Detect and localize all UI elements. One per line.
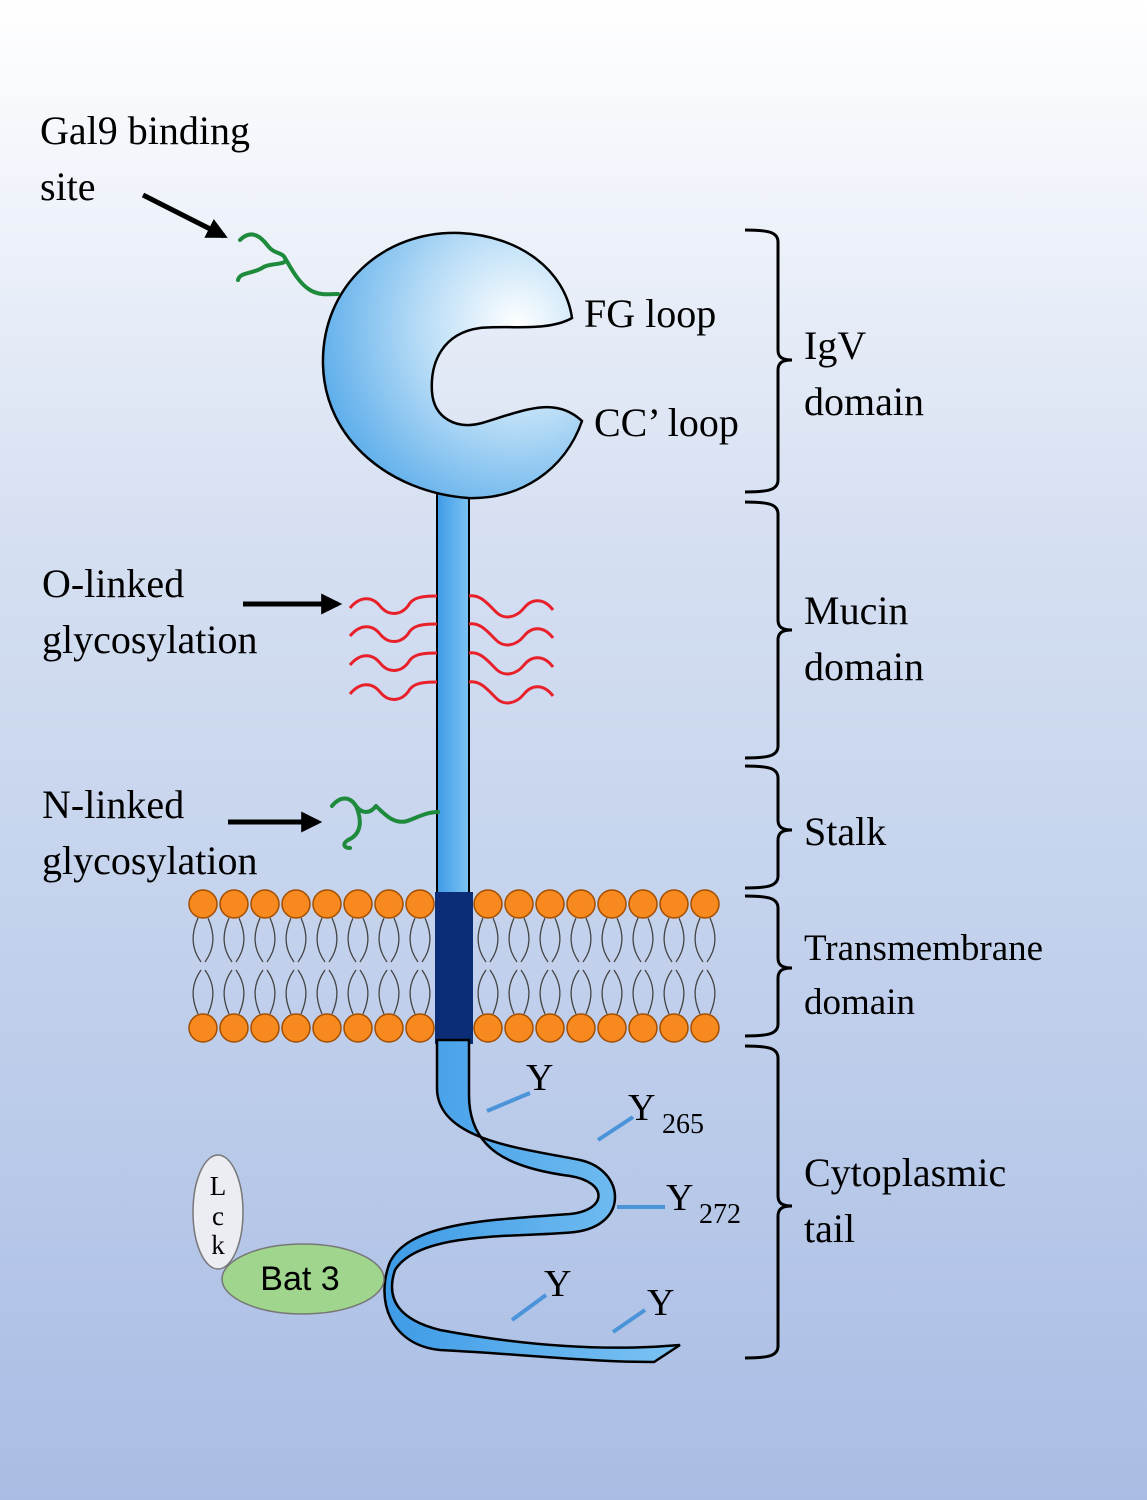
bat3-protein: [221, 1243, 385, 1315]
o-glycan-chain-left: [348, 622, 438, 643]
lipid-head: [535, 889, 565, 919]
lck-protein: [192, 1154, 244, 1270]
tyrosine-label-4: Y: [544, 1263, 571, 1305]
gal9-label-line2: site: [40, 164, 96, 209]
lipid-head: [690, 889, 720, 919]
o-glycans: [348, 594, 555, 705]
lipid-head: [188, 1013, 218, 1043]
lipid-head: [343, 1013, 373, 1043]
lipid-head: [219, 1013, 249, 1043]
igv-domain-label-line2: domain: [804, 379, 924, 424]
lipid-bilayer: [188, 889, 720, 1043]
stalk-label: Stalk: [804, 809, 886, 854]
transmembrane-segment: [435, 892, 473, 1044]
n-linked-label-line2: glycosylation: [42, 838, 258, 883]
tyrosine-stick-4: [510, 1293, 548, 1322]
gal9-arrow: [141, 192, 228, 239]
o-linked-label-line2: glycosylation: [42, 617, 258, 662]
lipid-head: [659, 889, 689, 919]
o-glycan-chain-right: [468, 622, 555, 647]
lipid-head: [312, 1013, 342, 1043]
lipid-head: [504, 889, 534, 919]
lipid-head: [504, 1013, 534, 1043]
tyrosine-stick-265: [596, 1115, 635, 1142]
cytoplasmic-tail: [383, 1038, 681, 1364]
tyrosine-stick-1: [486, 1091, 531, 1113]
o-linked-label-line1: O-linked: [42, 561, 184, 606]
cc-loop-label: CC’ loop: [594, 400, 739, 445]
igv-domain-label-line1: IgV: [804, 323, 866, 368]
lipid-head: [250, 889, 280, 919]
n-glycan: [330, 796, 440, 850]
tyrosine-label-1: Y: [526, 1057, 553, 1099]
o-glycan-chain-right: [468, 680, 555, 705]
lipid-head: [566, 889, 596, 919]
o-glycan-chain-left: [348, 594, 438, 615]
lipid-head: [628, 1013, 658, 1043]
o-glycan-chain-left: [348, 680, 438, 701]
n-linked-label-line1: N-linked: [42, 782, 184, 827]
domain-brackets: [744, 228, 793, 1360]
tyrosine-label-265: Y: [628, 1087, 655, 1129]
lipid-head: [374, 889, 404, 919]
tyrosine-stick-5: [611, 1308, 647, 1334]
lipid-head: [343, 889, 373, 919]
lipid-head: [597, 1013, 627, 1043]
lipid-head: [374, 1013, 404, 1043]
tyrosine-label-5: Y: [647, 1282, 674, 1324]
lipid-head: [659, 1013, 689, 1043]
fg-loop-label: FG loop: [584, 291, 716, 336]
mucin-domain-label-line1: Mucin: [804, 588, 908, 633]
tyrosine-label-272: Y: [666, 1177, 693, 1219]
lipid-head: [188, 889, 218, 919]
bat3-label: Bat 3: [260, 1260, 339, 1298]
transmembrane-label-line1: Transmembrane: [804, 928, 1043, 969]
lipid-head: [312, 889, 342, 919]
o-glycan-chain-left: [348, 651, 438, 672]
stalk-stem: [436, 479, 470, 897]
o-glycan-chain-right: [468, 594, 555, 619]
gal9-glycan: [236, 232, 340, 297]
lipid-head: [535, 1013, 565, 1043]
lipid-head: [405, 1013, 435, 1043]
tyrosine-subscript-272: 272: [699, 1199, 741, 1230]
lipid-head: [628, 889, 658, 919]
lck-label-k: k: [211, 1230, 225, 1260]
lipid-head: [566, 1013, 596, 1043]
lipid-head: [690, 1013, 720, 1043]
o-glycan-chain-right: [468, 651, 555, 676]
lipid-head: [473, 1013, 503, 1043]
cytoplasmic-label-line2: tail: [804, 1206, 855, 1251]
transmembrane-label-line2: domain: [804, 982, 915, 1023]
lipid-head: [281, 889, 311, 919]
gal9-label-line1: Gal9 binding: [40, 108, 250, 153]
lck-label-c: c: [212, 1201, 224, 1231]
mucin-domain-label-line2: domain: [804, 644, 924, 689]
lipid-head: [219, 889, 249, 919]
lck-label-l: L: [210, 1171, 227, 1201]
cytoplasmic-label-line1: Cytoplasmic: [804, 1150, 1006, 1195]
lipid-head: [250, 1013, 280, 1043]
lipid-head: [597, 889, 627, 919]
lipid-head: [281, 1013, 311, 1043]
lipid-head: [405, 889, 435, 919]
lipid-head: [473, 889, 503, 919]
tyrosine-subscript-265: 265: [662, 1109, 704, 1140]
igv-head: [321, 231, 584, 500]
